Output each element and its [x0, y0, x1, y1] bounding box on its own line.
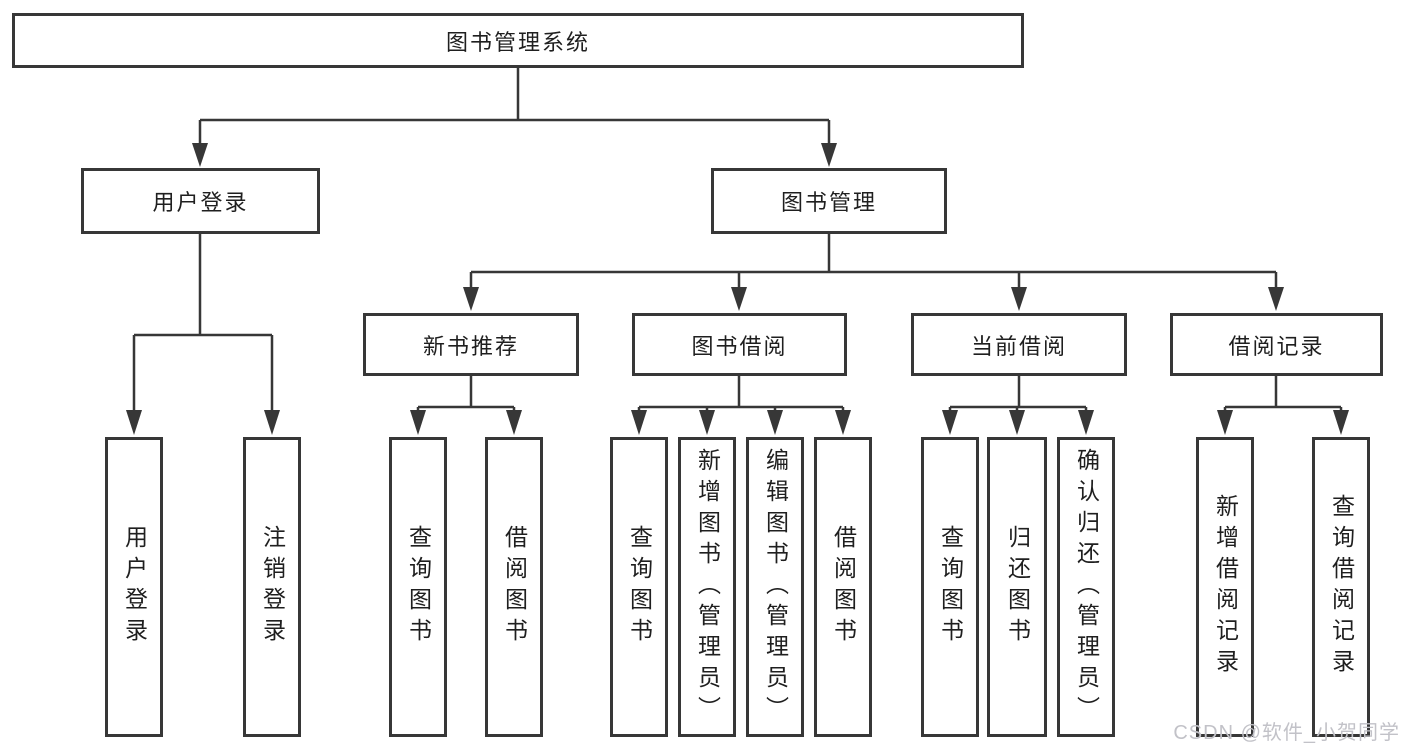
node-current-borrowing: 当前借阅	[911, 313, 1127, 376]
leaf-query-books-recommend: 查询图书	[389, 437, 447, 737]
leaf-user-login-label: 用户登录	[121, 525, 148, 649]
node-borrow-records: 借阅记录	[1170, 313, 1383, 376]
leaf-borrow-books-recommend: 借阅图书	[485, 437, 543, 737]
node-current-borrowing-label: 当前借阅	[970, 333, 1067, 359]
node-user-login: 用户登录	[81, 168, 320, 234]
node-book-management-label: 图书管理	[780, 190, 877, 215]
leaf-return-books-label: 归还图书	[1004, 525, 1031, 649]
node-new-book-recommend-label: 新书推荐	[422, 333, 519, 359]
leaf-add-book-admin: 新增图书（管理员）	[678, 437, 736, 737]
leaf-add-book-admin-label: 新增图书（管理员）	[694, 447, 721, 727]
leaf-add-borrow-record: 新增借阅记录	[1196, 437, 1254, 737]
node-book-borrowing: 图书借阅	[632, 313, 847, 376]
leaf-query-books-borrowing: 查询图书	[610, 437, 668, 737]
leaf-edit-book-admin: 编辑图书（管理员）	[746, 437, 804, 737]
node-book-borrowing-label: 图书借阅	[691, 333, 788, 359]
node-library-system: 图书管理系统	[12, 13, 1024, 68]
leaf-query-books-current: 查询图书	[921, 437, 979, 737]
leaf-borrow-books-borrowing: 借阅图书	[814, 437, 872, 737]
leaf-borrow-books-recommend-label: 借阅图书	[501, 525, 528, 649]
leaf-query-books-recommend-label: 查询图书	[405, 525, 432, 649]
leaf-query-books-borrowing-label: 查询图书	[626, 525, 653, 649]
leaf-confirm-return-admin-label: 确认归还（管理员）	[1073, 447, 1100, 727]
leaf-query-books-current-label: 查询图书	[937, 525, 964, 649]
node-new-book-recommend: 新书推荐	[363, 313, 579, 376]
node-library-system-label: 图书管理系统	[445, 29, 590, 55]
leaf-return-books: 归还图书	[987, 437, 1047, 737]
leaf-edit-book-admin-label: 编辑图书（管理员）	[762, 447, 789, 727]
leaf-logout: 注销登录	[243, 437, 301, 737]
csdn-watermark: CSDN @软件_小贺同学	[1173, 722, 1400, 744]
leaf-query-borrow-record: 查询借阅记录	[1312, 437, 1370, 737]
leaf-confirm-return-admin: 确认归还（管理员）	[1057, 437, 1115, 737]
arrowheads	[126, 143, 1349, 435]
leaf-logout-label: 注销登录	[259, 525, 286, 649]
connector-segments	[132, 68, 1343, 412]
leaf-add-borrow-record-label: 新增借阅记录	[1212, 494, 1239, 680]
leaf-query-borrow-record-label: 查询借阅记录	[1328, 494, 1355, 680]
leaf-borrow-books-borrowing-label: 借阅图书	[830, 525, 857, 649]
leaf-user-login: 用户登录	[105, 437, 163, 737]
node-user-login-label: 用户登录	[152, 190, 249, 215]
node-borrow-records-label: 借阅记录	[1228, 333, 1325, 359]
node-book-management: 图书管理	[711, 168, 947, 234]
